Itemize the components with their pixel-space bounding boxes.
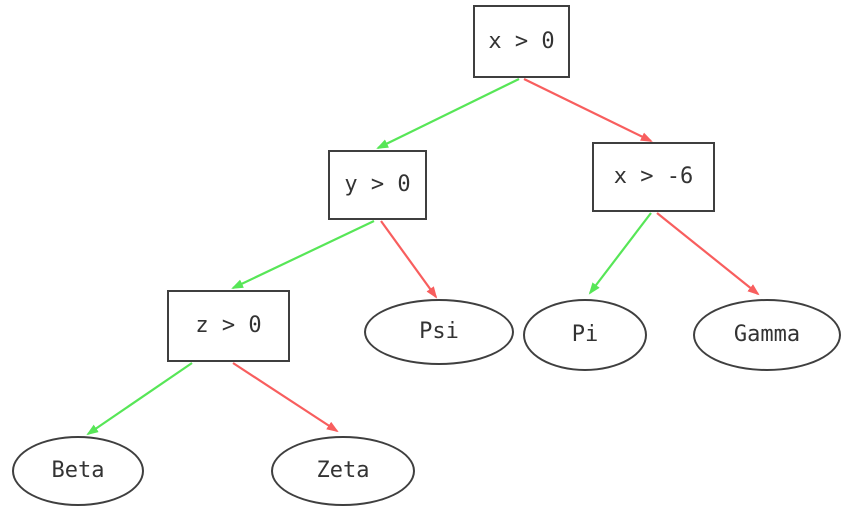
leaf-node-psi: Psi: [364, 299, 514, 365]
edge-z-gt-0-to-beta: [86, 362, 193, 436]
node-label: x > -6: [613, 164, 694, 189]
decision-node-x-gt-neg6: x > -6: [592, 142, 715, 212]
edge-y-gt-0-to-psi: [380, 220, 438, 299]
leaf-node-pi: Pi: [523, 299, 647, 371]
decision-node-x-gt-0: x > 0: [473, 5, 570, 78]
node-label: Beta: [51, 458, 105, 483]
leaf-node-gamma: Gamma: [693, 299, 841, 371]
leaf-node-zeta: Zeta: [271, 436, 415, 506]
edge-x-gt-neg6-to-pi: [588, 212, 652, 295]
node-label: Zeta: [316, 458, 370, 483]
node-label: y > 0: [344, 172, 411, 197]
node-label: Pi: [571, 322, 599, 347]
edge-x-gt-0-to-y-gt-0: [376, 78, 520, 149]
edge-y-gt-0-to-z-gt-0: [231, 220, 375, 289]
node-label: x > 0: [488, 28, 555, 54]
leaf-node-beta: Beta: [12, 436, 144, 506]
edge-z-gt-0-to-zeta: [232, 362, 339, 433]
edge-x-gt-0-to-x-gt-neg6: [523, 78, 653, 142]
node-label: Psi: [419, 319, 459, 344]
decision-node-y-gt-0: y > 0: [328, 150, 427, 220]
node-label: z > 0: [195, 313, 262, 338]
decision-node-z-gt-0: z > 0: [167, 290, 290, 362]
edge-x-gt-neg6-to-gamma: [656, 212, 760, 296]
node-label: Gamma: [733, 322, 801, 347]
